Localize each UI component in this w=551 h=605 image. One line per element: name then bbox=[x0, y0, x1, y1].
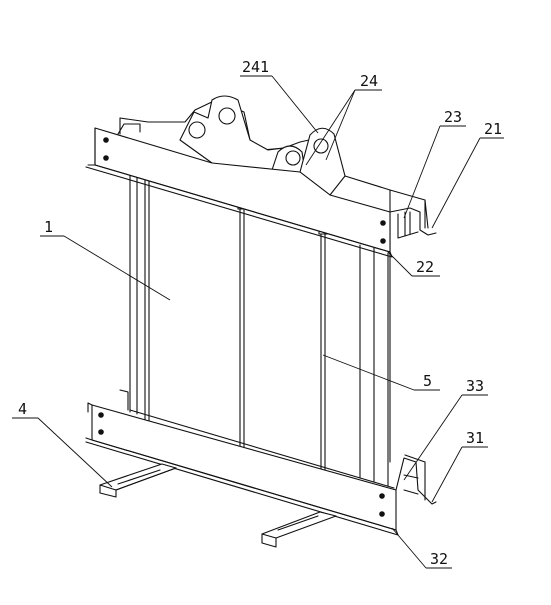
label-23: 23 bbox=[444, 108, 462, 126]
label-32: 32 bbox=[430, 550, 448, 568]
radiator-panel bbox=[129, 171, 389, 507]
upper-frame bbox=[85, 95, 437, 258]
label-31: 31 bbox=[466, 429, 484, 447]
label-5: 5 bbox=[423, 372, 432, 390]
label-33: 33 bbox=[466, 377, 484, 395]
lower-frame bbox=[85, 402, 437, 536]
label-241: 241 bbox=[242, 58, 269, 76]
support-channels bbox=[99, 463, 337, 548]
leader-lines bbox=[12, 75, 504, 569]
label-1: 1 bbox=[44, 218, 53, 236]
label-4: 4 bbox=[18, 400, 27, 418]
label-24: 24 bbox=[360, 72, 378, 90]
reference-labels: 1 4 5 241 24 23 21 22 33 31 32 bbox=[18, 58, 502, 568]
label-22: 22 bbox=[416, 258, 434, 276]
label-21: 21 bbox=[484, 120, 502, 138]
